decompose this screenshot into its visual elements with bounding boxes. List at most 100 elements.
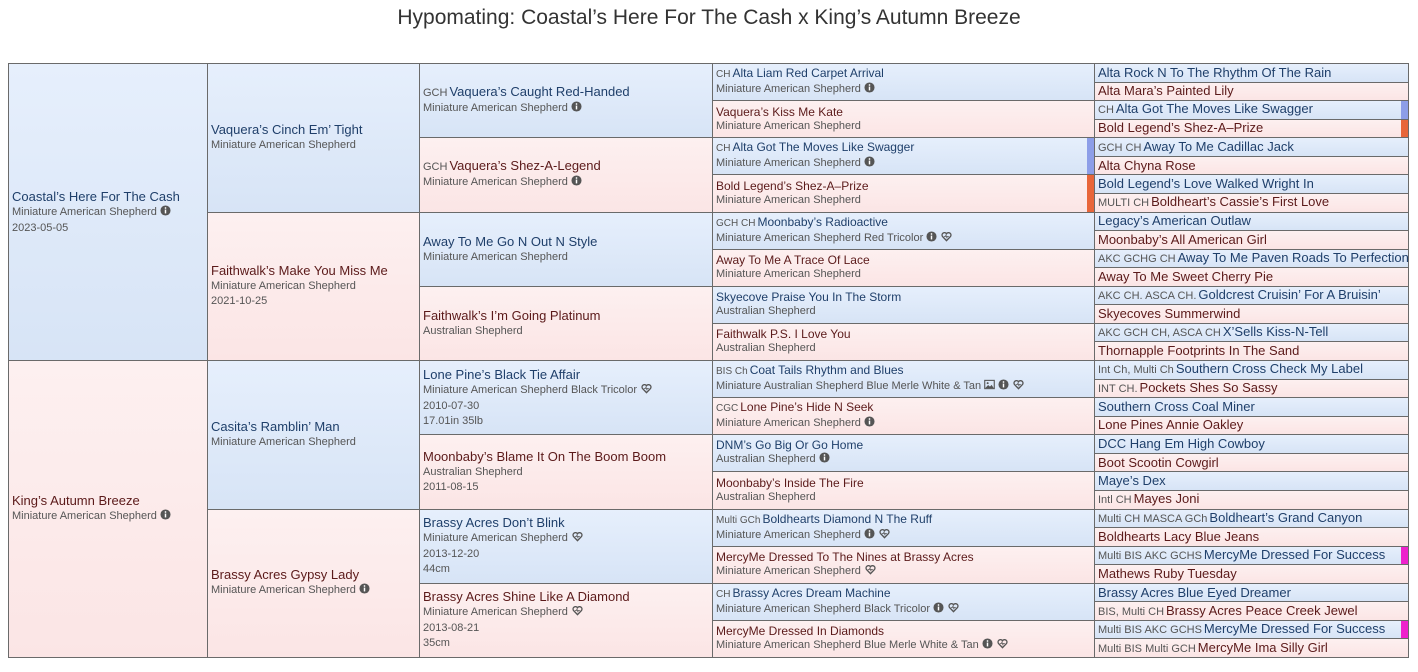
dog-name-link[interactable]: Lone Pines Annie Oakley xyxy=(1098,417,1244,433)
dog-name-link[interactable]: Brassy Acres Dream Machine xyxy=(732,585,891,600)
info-icon[interactable] xyxy=(571,175,582,191)
dog-name-link[interactable]: MercyMe Dressed To The Nines at Brassy A… xyxy=(716,549,974,564)
dog-name-link[interactable]: Faithwalk’s I’m Going Platinum xyxy=(423,307,601,323)
dog-name-link[interactable]: Brassy Acres Don’t Blink xyxy=(423,515,565,531)
pedigree-cell: Alta Chyna Rose xyxy=(1095,156,1409,176)
dog-name-link[interactable]: Faithwalk’s Make You Miss Me xyxy=(211,263,388,279)
dog-name-link[interactable]: Moonbaby’s All American Girl xyxy=(1098,231,1267,247)
dog-name-link[interactable]: Boldheart’s Grand Canyon xyxy=(1209,509,1363,525)
breed-line: Miniature American Shepherd xyxy=(716,416,1084,432)
dog-name-link[interactable]: Bold Legend’s Love Walked Wright In xyxy=(1098,176,1314,192)
dog-name-link[interactable]: MercyMe Dressed For Success xyxy=(1203,621,1386,637)
dog-name-link[interactable]: Moonbaby’s Inside The Fire xyxy=(716,475,864,490)
breed-label: Australian Shepherd xyxy=(716,490,816,503)
dog-name-link[interactable]: Mayes Joni xyxy=(1133,491,1200,507)
dog-name-link[interactable]: DCC Hang Em High Cowboy xyxy=(1098,436,1265,452)
dog-name-link[interactable]: Brassy Acres Gypsy Lady xyxy=(211,567,360,583)
dog-name-link[interactable]: Away To Me Cadillac Jack xyxy=(1143,138,1294,154)
breed-line: Miniature American Shepherd Red Tricolor xyxy=(716,231,1084,247)
dog-name-link[interactable]: Casita’s Ramblin’ Man xyxy=(211,419,340,435)
info-icon[interactable] xyxy=(933,602,944,618)
dog-name-link[interactable]: Boot Scootin Cowgirl xyxy=(1098,454,1219,470)
dog-name-link[interactable]: King’s Autumn Breeze xyxy=(12,493,140,508)
dog-name-link[interactable]: Away To Me A Trace Of Lace xyxy=(716,253,870,268)
dog-name-link[interactable]: Alta Liam Red Carpet Arrival xyxy=(732,66,884,81)
dog-name-link[interactable]: MercyMe Ima Silly Girl xyxy=(1197,639,1328,655)
dog-name-line: Lone Pines Annie Oakley xyxy=(1098,417,1405,433)
dog-name-link[interactable]: Vaquera’s Cinch Em’ Tight xyxy=(211,122,363,138)
dog-name-link[interactable]: Brassy Acres Blue Eyed Dreamer xyxy=(1098,584,1291,600)
heart-icon[interactable] xyxy=(1012,379,1025,395)
dog-name-link[interactable]: Southern Cross Coal Miner xyxy=(1098,398,1255,414)
dog-name-link[interactable]: Goldcrest Cruisin’ For A Bruisin’ xyxy=(1198,287,1381,303)
dog-name-link[interactable]: X’Sells Kiss-N-Tell xyxy=(1222,324,1329,340)
dog-name-line: Thornapple Footprints In The Sand xyxy=(1098,343,1405,359)
dog-name-link[interactable]: Coat Tails Rhythm and Blues xyxy=(749,363,904,378)
dog-name-line: Legacy’s American Outlaw xyxy=(1098,213,1405,229)
dog-name-link[interactable]: Lone Pine’s Black Tie Affair xyxy=(423,366,581,382)
breed-line: Miniature American Shepherd xyxy=(12,509,204,525)
heart-icon[interactable] xyxy=(940,231,953,247)
dog-name-link[interactable]: Alta Chyna Rose xyxy=(1098,157,1196,173)
dog-name-link[interactable]: Vaquera’s Caught Red-Handed xyxy=(449,84,630,100)
breed-line: Australian Shepherd xyxy=(716,452,1084,468)
info-icon[interactable] xyxy=(864,82,875,98)
dog-name-link[interactable]: Skyecoves Summerwind xyxy=(1098,306,1241,322)
dog-name-link[interactable]: Lone Pine’s Hide N Seek xyxy=(740,400,874,415)
info-icon[interactable] xyxy=(864,528,875,544)
info-icon[interactable] xyxy=(926,231,937,247)
info-icon[interactable] xyxy=(359,583,370,599)
heart-icon[interactable] xyxy=(571,531,584,547)
dog-name-link[interactable]: Maye’s Dex xyxy=(1098,473,1166,489)
dog-name-link[interactable]: Moonbaby’s Radioactive xyxy=(757,214,888,229)
heart-icon[interactable] xyxy=(640,383,653,399)
heart-icon[interactable] xyxy=(996,638,1009,654)
dog-name-link[interactable]: MercyMe Dressed In Diamonds xyxy=(716,623,885,638)
dog-name-link[interactable]: Vaquera’s Kiss Me Kate xyxy=(716,104,843,119)
heart-icon[interactable] xyxy=(878,528,891,544)
dog-name-link[interactable]: Alta Got The Moves Like Swagger xyxy=(732,140,915,155)
info-icon[interactable] xyxy=(864,416,875,432)
dog-name-link[interactable]: Coastal’s Here For The Cash xyxy=(12,188,180,204)
heart-icon[interactable] xyxy=(571,605,584,621)
heart-icon[interactable] xyxy=(864,564,877,580)
image-icon[interactable] xyxy=(984,379,995,395)
breed-label: Miniature American Shepherd Black Tricol… xyxy=(716,602,930,615)
dog-name-link[interactable]: DNM’s Go Big Or Go Home xyxy=(716,438,864,453)
dog-name-link[interactable]: Boldheart’s Cassie’s First Love xyxy=(1151,194,1330,210)
dog-name-link[interactable]: Alta Got The Moves Like Swagger xyxy=(1115,101,1313,117)
dog-name-link[interactable]: Boldhearts Diamond N The Ruff xyxy=(762,511,933,526)
info-icon[interactable] xyxy=(819,452,830,468)
dog-name-link[interactable]: Boldhearts Lacy Blue Jeans xyxy=(1098,528,1260,544)
dog-name-link[interactable]: Faithwalk P.S. I Love You xyxy=(716,327,851,342)
dog-name-link[interactable]: Pockets Shes So Sassy xyxy=(1139,379,1278,395)
dog-name-link[interactable]: Alta Mara’s Painted Lily xyxy=(1098,83,1234,99)
dog-name-line: AKC CH. ASCA CH.Goldcrest Cruisin’ For A… xyxy=(1098,287,1405,304)
dog-name-link[interactable]: Moonbaby’s Blame It On The Boom Boom xyxy=(423,448,667,464)
dog-name-link[interactable]: Legacy’s American Outlaw xyxy=(1098,213,1251,229)
dog-name-link[interactable]: Brassy Acres Peace Creek Jewel xyxy=(1166,602,1358,618)
dog-name-link[interactable]: Alta Rock N To The Rhythm Of The Rain xyxy=(1098,64,1332,80)
dog-name-link[interactable]: Away To Me Go N Out N Style xyxy=(423,233,598,249)
dog-name-link[interactable]: Away To Me Paven Roads To Perfection xyxy=(1177,249,1409,265)
dog-name-link[interactable]: Skyecove Praise You In The Storm xyxy=(716,290,902,305)
dog-name-link[interactable]: Brassy Acres Shine Like A Diamond xyxy=(423,589,630,605)
breed-label: Australian Shepherd xyxy=(716,342,816,355)
dog-name-link[interactable]: Away To Me Sweet Cherry Pie xyxy=(1098,268,1274,284)
dog-name-link[interactable]: MercyMe Dressed For Success xyxy=(1203,546,1386,562)
info-icon[interactable] xyxy=(998,379,1009,395)
dog-name-link[interactable]: Mathews Ruby Tuesday xyxy=(1098,565,1237,581)
info-icon[interactable] xyxy=(160,204,171,221)
info-icon[interactable] xyxy=(982,638,993,654)
heart-icon[interactable] xyxy=(947,602,960,618)
dog-name-link[interactable]: Vaquera’s Shez-A-Legend xyxy=(449,158,601,174)
info-icon[interactable] xyxy=(864,156,875,172)
dog-name-link[interactable]: Southern Cross Check My Label xyxy=(1175,361,1363,377)
info-icon[interactable] xyxy=(160,509,171,525)
dog-name-link[interactable]: Bold Legend’s Shez-A–Prize xyxy=(1098,120,1264,136)
dog-name-link[interactable]: Bold Legend’s Shez-A–Prize xyxy=(716,178,869,193)
info-icon[interactable] xyxy=(571,101,582,117)
dog-name-link[interactable]: Thornapple Footprints In The Sand xyxy=(1098,343,1300,359)
pedigree-cell: Boldhearts Lacy Blue Jeans xyxy=(1095,528,1409,547)
